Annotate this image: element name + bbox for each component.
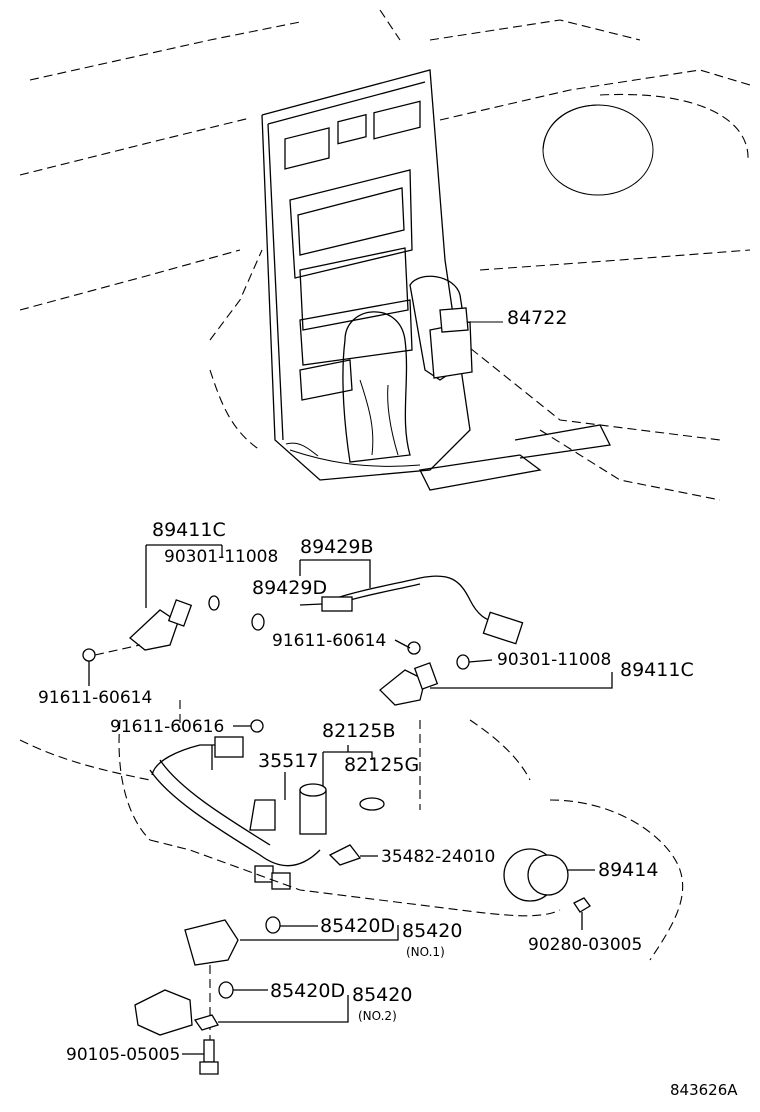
label-89429b: 89429B [300,536,373,558]
label-89429d: 89429D [252,577,327,599]
label-84722: 84722 [507,307,567,329]
rotor-gear [503,848,569,902]
label-35517: 35517 [258,750,318,772]
label-85420-upper: 85420 [402,920,462,942]
label-89414: 89414 [598,859,658,881]
label-85420d-upper: 85420D [320,915,395,937]
label-90301-11008-left: 90301-11008 [164,547,278,567]
console-illustration [19,9,751,501]
label-89411c-left: 89411C [152,519,226,541]
label-89411c-right: 89411C [620,659,694,681]
exploded-view-lines [19,544,684,1075]
label-no2: (NO.2) [358,1009,397,1023]
label-82125g: 82125G [344,754,419,776]
label-82125b: 82125B [322,720,395,742]
label-no1: (NO.1) [406,945,445,959]
label-91611-60616: 91611-60616 [110,717,224,737]
label-85420d-lower: 85420D [270,980,345,1002]
label-90280-03005: 90280-03005 [528,935,642,955]
label-91611-60614-left: 91611-60614 [38,688,152,708]
label-90105-05005: 90105-05005 [66,1045,180,1065]
label-90301-11008-right: 90301-11008 [497,650,611,670]
label-91611-60614-mid: 91611-60614 [272,631,386,651]
label-85420-lower: 85420 [352,984,412,1006]
callout-labels: 84722 89411C 90301-11008 89429B 89429D 9… [38,307,738,1099]
figure-reference: 843626A [670,1081,738,1099]
label-35482-24010: 35482-24010 [381,847,495,867]
